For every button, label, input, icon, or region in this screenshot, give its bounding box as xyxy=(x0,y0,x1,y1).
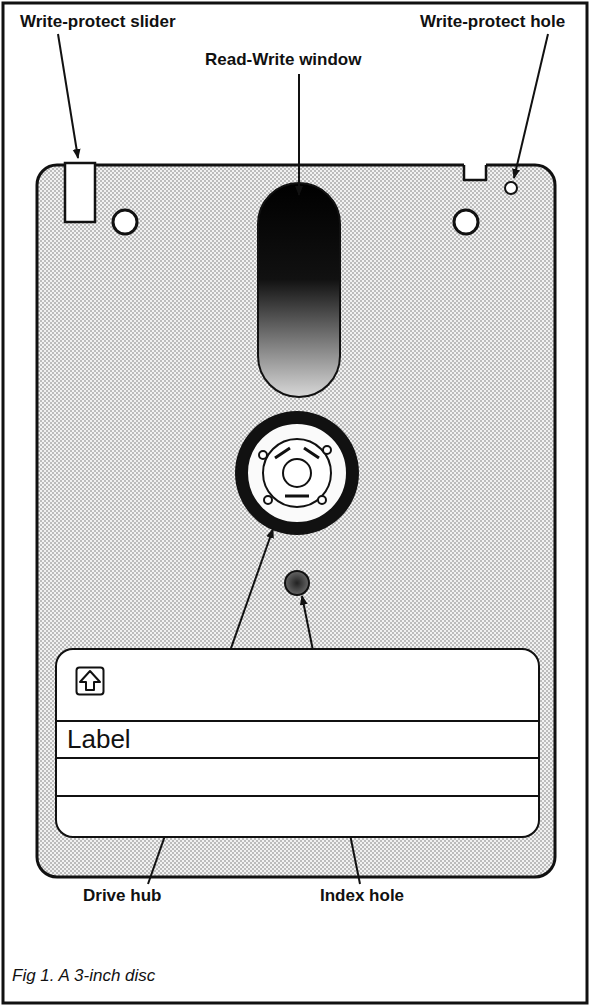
write-protect-hole xyxy=(505,182,517,194)
label-row-line xyxy=(57,720,538,722)
label-text: Label xyxy=(67,722,131,756)
part-label: Write-protect slider xyxy=(20,12,176,32)
frame xyxy=(3,3,587,1003)
index-hole xyxy=(285,571,309,595)
disc-body xyxy=(37,165,555,877)
part-label: Drive hub xyxy=(83,886,161,906)
part-label: Read-Write window xyxy=(205,50,361,70)
figure-caption: Fig 1. A 3-inch disc xyxy=(12,966,155,986)
locating-hole xyxy=(454,210,478,234)
part-label: Write-protect hole xyxy=(420,12,565,32)
locating-hole xyxy=(113,210,137,234)
leader-line xyxy=(298,74,300,195)
insert-arrow-icon xyxy=(75,666,105,696)
write-protect-slider xyxy=(65,163,95,222)
part-label: Index hole xyxy=(320,886,404,906)
leader-line xyxy=(514,34,548,178)
label-row-line xyxy=(57,757,538,759)
notch xyxy=(464,165,486,180)
label-row-line xyxy=(57,795,538,797)
leader-line xyxy=(58,34,78,158)
drive-hub xyxy=(235,411,359,535)
read-write-window xyxy=(258,183,340,397)
label-area: Label xyxy=(55,648,540,838)
